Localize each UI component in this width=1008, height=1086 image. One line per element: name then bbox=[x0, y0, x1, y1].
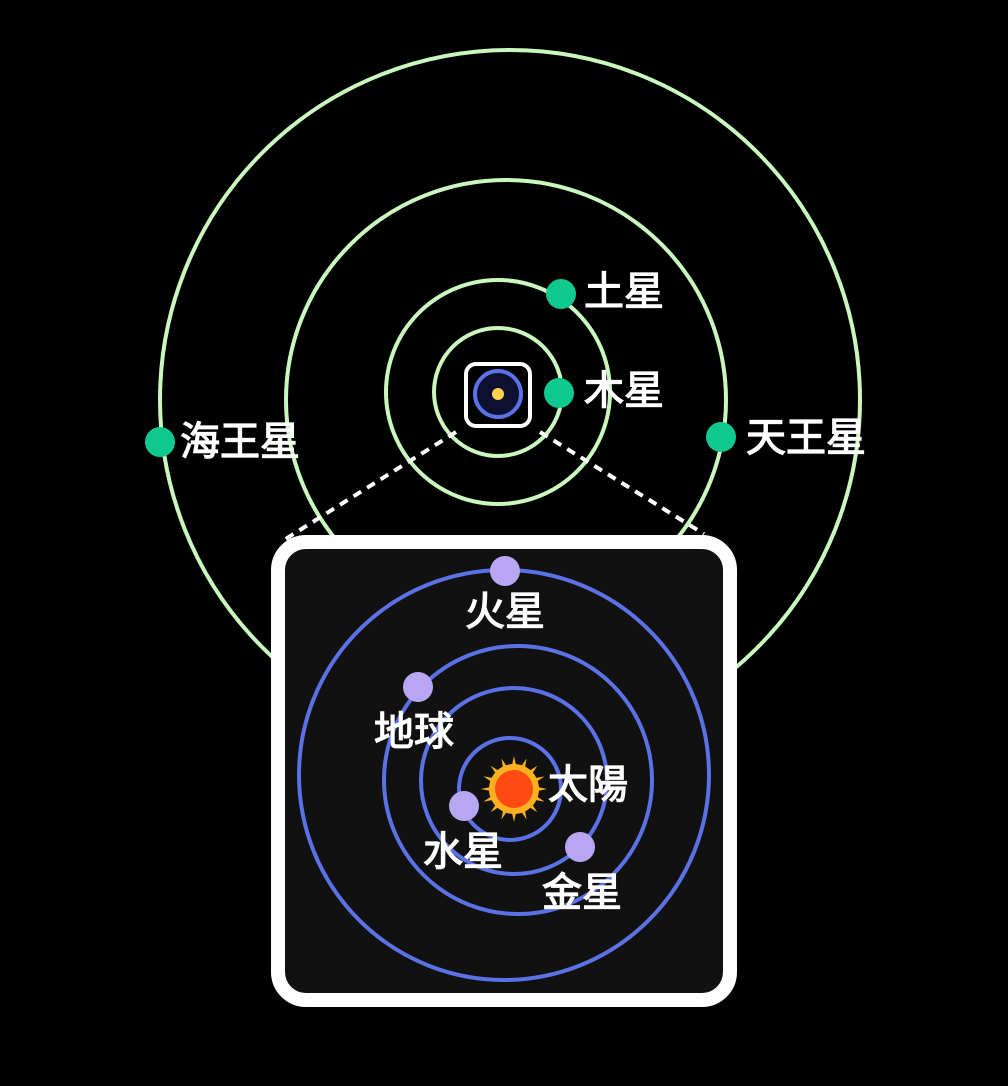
sun-core bbox=[495, 770, 533, 808]
zoom-marker bbox=[464, 362, 532, 428]
outer-planets: 木星 土星 天王星 海王星 bbox=[145, 269, 866, 465]
mars-marker bbox=[490, 556, 520, 586]
saturn-marker bbox=[546, 279, 576, 309]
zoom-leader-left bbox=[282, 430, 458, 542]
jupiter-marker bbox=[544, 378, 574, 408]
mercury-orbit bbox=[457, 736, 563, 842]
saturn-label: 土星 bbox=[584, 269, 664, 315]
center-star-icon bbox=[492, 388, 504, 400]
earth-marker bbox=[403, 672, 433, 702]
sun-icon bbox=[481, 756, 547, 822]
uranus-label: 天王星 bbox=[746, 415, 866, 461]
venus-label: 金星 bbox=[541, 870, 622, 916]
uranus-marker bbox=[706, 422, 736, 452]
zoom-leader-right bbox=[538, 430, 706, 536]
earth-orbit bbox=[382, 644, 654, 916]
venus-marker bbox=[565, 832, 595, 862]
neptune-marker bbox=[145, 427, 175, 457]
earth-label: 地球 bbox=[374, 709, 455, 755]
jupiter-label: 木星 bbox=[584, 368, 664, 414]
saturn-orbit bbox=[384, 278, 612, 506]
sun-label: 太陽 bbox=[548, 762, 628, 808]
mercury-label: 水星 bbox=[423, 829, 503, 875]
inner-system-inset: 太陽 水星 金星 地球 火星 bbox=[271, 535, 737, 1007]
mars-label: 火星 bbox=[465, 589, 545, 635]
venus-orbit bbox=[419, 686, 609, 876]
neptune-label: 海王星 bbox=[180, 419, 300, 465]
mercury-marker bbox=[449, 791, 479, 821]
